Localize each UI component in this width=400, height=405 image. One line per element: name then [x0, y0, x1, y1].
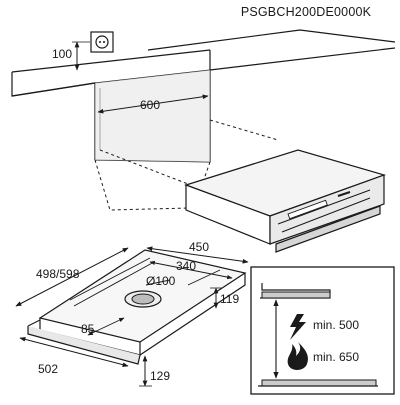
front-height-label: 129	[150, 369, 170, 383]
socket-height-label: 100	[52, 47, 72, 61]
duct-offset-label: 85	[81, 322, 95, 336]
duct-diameter-leader	[145, 279, 171, 286]
depth-label: 450	[189, 240, 209, 254]
duct-offset-dimension-line	[87, 317, 125, 336]
duct-diameter-label: Ø100	[146, 274, 176, 288]
duct-outlet	[124, 290, 162, 308]
hood-3d-view	[184, 149, 386, 253]
front-width-label: 502	[38, 362, 58, 376]
left-cabinet-top-back	[11, 49, 211, 73]
gas-hob-icon	[287, 342, 308, 370]
clearance-panel: min. 500 min. 650	[250, 266, 395, 395]
width-label: 498/598	[36, 267, 80, 281]
niche-width-label: 600	[140, 98, 160, 112]
gas-clearance-label: min. 650	[313, 350, 359, 364]
electric-clearance-label: min. 500	[313, 318, 359, 332]
product-code: PSGBCH200DE0000K	[241, 5, 372, 19]
niche-width-dimension-line	[97, 94, 209, 114]
electric-hob-icon	[290, 314, 306, 340]
body-height-label: 119	[220, 292, 239, 306]
width-dimension-line	[15, 247, 129, 307]
right-cabinet-top	[147, 29, 396, 51]
front-width-dimension-line	[19, 337, 129, 367]
socket-icon	[90, 31, 114, 53]
inner-width-label: 340	[176, 259, 196, 273]
niche-back-shading	[95, 70, 210, 162]
inner-width-dimension-line	[149, 260, 233, 280]
depth-dimension-line	[146, 246, 249, 264]
hood-light-panel	[287, 199, 328, 220]
